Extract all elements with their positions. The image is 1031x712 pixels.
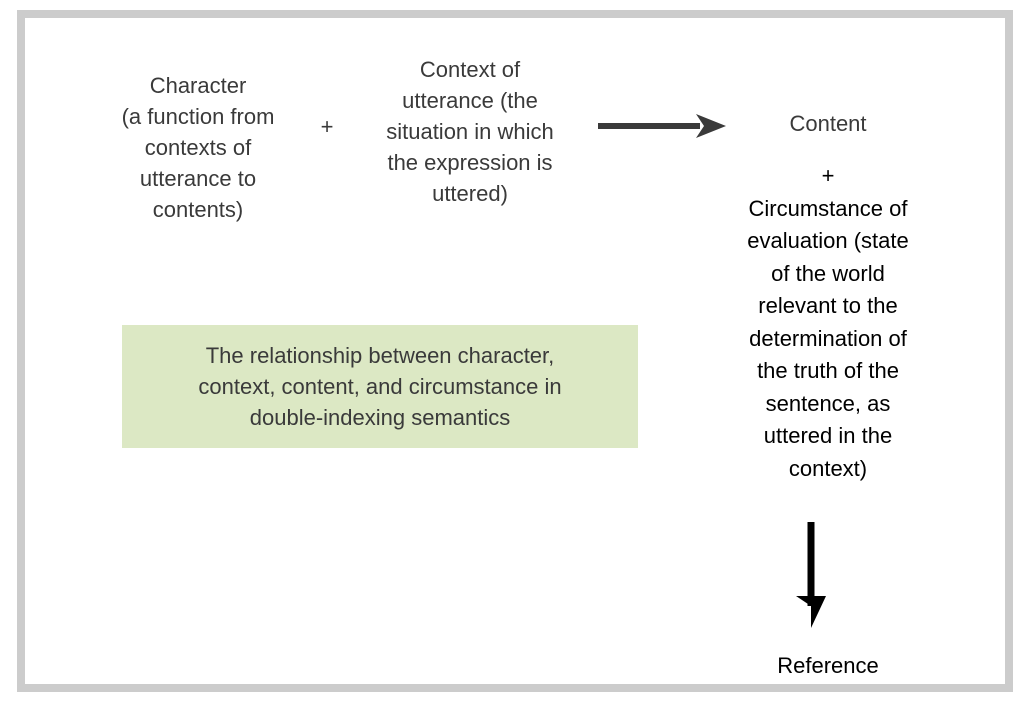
caption-text: The relationship between character, cont… (198, 343, 562, 430)
caption-box: The relationship between character, cont… (122, 325, 638, 448)
plus-operator-left: + (320, 114, 334, 139)
term-content: Content (789, 111, 867, 136)
term-reference: Reference (777, 653, 879, 678)
term-character: Character (a function from contexts of u… (121, 73, 275, 222)
arrow-right-icon (596, 108, 728, 144)
term-circumstance-of-evaluation: + Circumstance of evaluation (state of t… (747, 163, 909, 481)
arrow-down-icon (790, 518, 832, 630)
term-context-of-utterance: Context of utterance (the situation in w… (386, 57, 554, 206)
